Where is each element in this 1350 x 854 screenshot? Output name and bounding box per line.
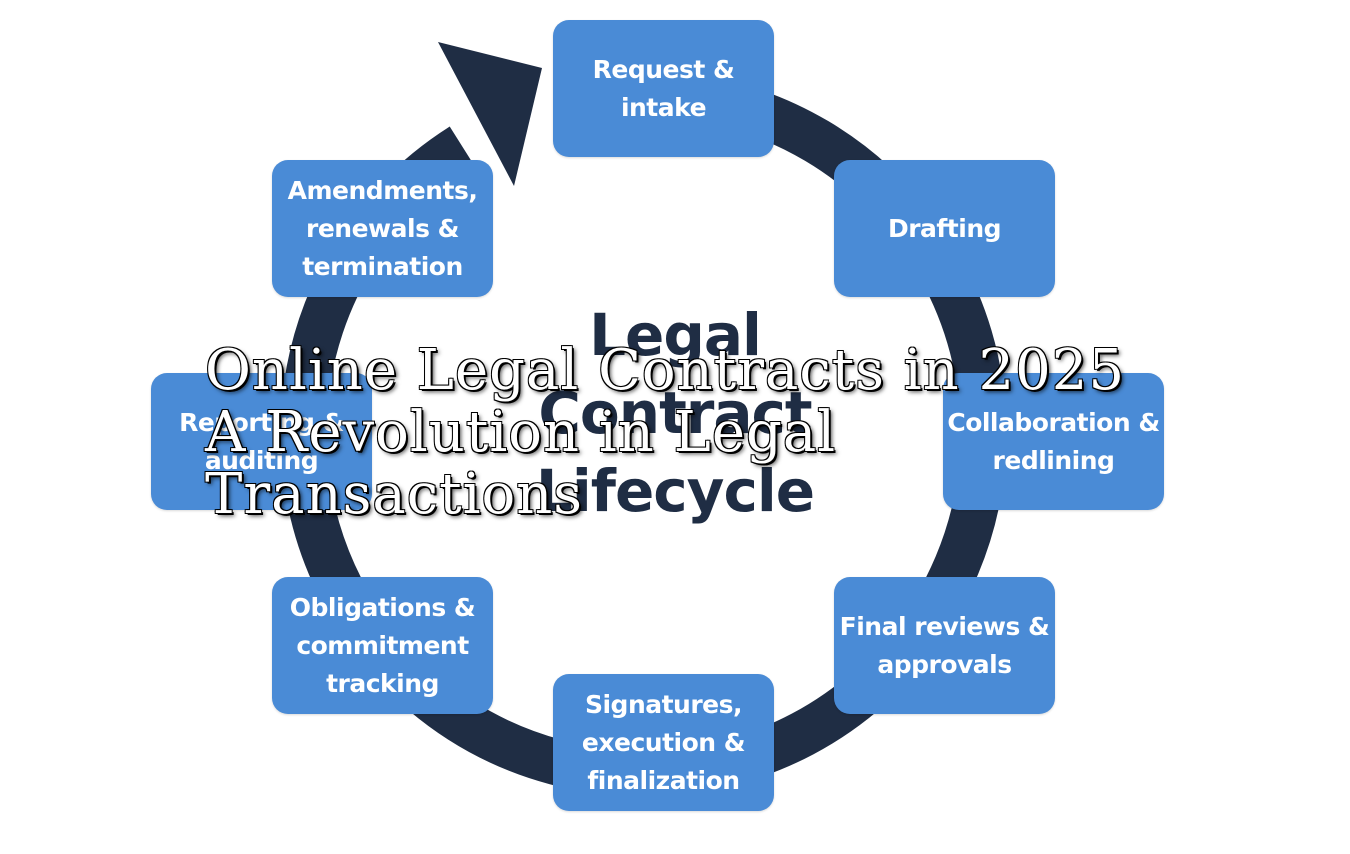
step-signatures-execution: Signatures, execution & finalization bbox=[553, 674, 774, 811]
step-collaboration-redlining: Collaboration & redlining bbox=[943, 373, 1164, 510]
step-drafting: Drafting bbox=[834, 160, 1055, 297]
step-reporting-auditing: Reporting & auditing bbox=[151, 373, 372, 510]
center-title-line: Legal bbox=[589, 301, 762, 369]
overlay-title-line: A Revolution in Legal bbox=[205, 400, 837, 465]
step-amendments-renewals: Amendments, renewals & termination bbox=[272, 160, 493, 297]
step-obligations-tracking: Obligations & commitment tracking bbox=[272, 577, 493, 714]
diagram-center-title: Legal Contract Lifecycle bbox=[510, 296, 840, 530]
center-title-line: Contract bbox=[538, 379, 812, 447]
ring-arrowhead bbox=[438, 42, 542, 186]
overlay-title-line: Transactions bbox=[205, 462, 583, 527]
step-request-intake: Request & intake bbox=[553, 20, 774, 157]
center-title-line: Lifecycle bbox=[535, 457, 815, 525]
overlay-title-line: Online Legal Contracts in 2025 bbox=[205, 338, 1126, 403]
overlay-page-title: Online Legal Contracts in 2025 A Revolut… bbox=[205, 340, 1185, 526]
step-final-reviews-approvals: Final reviews & approvals bbox=[834, 577, 1055, 714]
